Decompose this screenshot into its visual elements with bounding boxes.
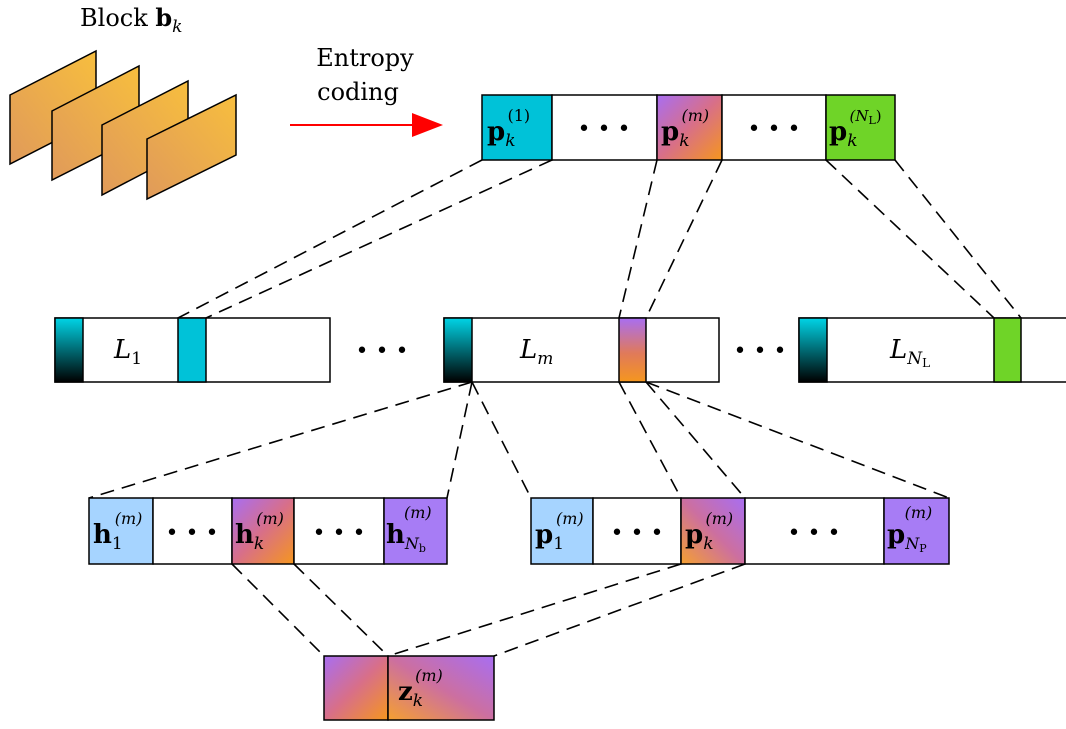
layer-1 bbox=[54, 317, 331, 383]
z-cell-left bbox=[323, 655, 389, 721]
ellipsis-cell bbox=[744, 497, 885, 565]
h-cell-k bbox=[231, 497, 295, 565]
ellipsis-cell bbox=[152, 497, 233, 565]
packet-label-NL: pk(NL) bbox=[829, 107, 882, 151]
z-row bbox=[323, 655, 495, 721]
ellipsis: • • • bbox=[611, 521, 664, 546]
arrow-label-line2: coding bbox=[317, 78, 399, 106]
ellipsis-cell bbox=[592, 497, 682, 565]
ellipsis: • • • bbox=[166, 521, 219, 546]
ellipsis: • • • bbox=[748, 117, 801, 142]
ellipsis: • • • bbox=[313, 521, 366, 546]
h-cell-Nb bbox=[383, 497, 448, 565]
h-label-k: hk(m) bbox=[235, 509, 284, 554]
entropy-coding-arrowhead bbox=[412, 113, 443, 137]
layer-m-box bbox=[443, 317, 720, 383]
p-label-k: pk(m) bbox=[685, 509, 733, 554]
p-cell-k bbox=[680, 497, 746, 565]
packet-cell-NL bbox=[825, 94, 896, 161]
p-label-1: p1(m) bbox=[535, 509, 584, 554]
p-label-NP: pNP(m) bbox=[887, 503, 932, 555]
layer-1-label: L1 bbox=[113, 335, 142, 369]
layer-m-packet bbox=[618, 317, 647, 383]
z-cell-right bbox=[387, 655, 495, 721]
ellipsis: • • • bbox=[734, 339, 787, 364]
ellipsis: • • • bbox=[578, 117, 631, 142]
ellipsis-cell bbox=[293, 497, 385, 565]
arrow-label-line1: Entropy bbox=[316, 44, 414, 72]
connector-lines bbox=[88, 159, 1022, 657]
layer-NL-packet bbox=[993, 317, 1022, 383]
ellipsis-cell bbox=[721, 94, 827, 161]
block-sheet bbox=[146, 93, 237, 201]
layer-m-header bbox=[443, 317, 473, 383]
block-label: Block bk bbox=[80, 3, 182, 37]
layer-1-header bbox=[54, 317, 84, 383]
layer-NL-box bbox=[798, 317, 1066, 383]
layer-NL-header bbox=[798, 317, 828, 383]
p-cell-NP bbox=[883, 497, 950, 565]
z-label: zk(m) bbox=[398, 666, 443, 711]
ellipsis-cell bbox=[551, 94, 658, 161]
packet-cell-m bbox=[656, 94, 723, 161]
h-cell-1 bbox=[88, 497, 154, 565]
layer-NL bbox=[798, 317, 1066, 383]
layer-m bbox=[443, 317, 720, 383]
packet-label-m: pk(m) bbox=[661, 106, 709, 151]
h-label-Nb: hNb(m) bbox=[386, 503, 432, 555]
h-label-1: h1(m) bbox=[93, 509, 142, 554]
layer-NL-label: LNL bbox=[889, 335, 930, 370]
ellipsis: • • • bbox=[356, 339, 409, 364]
packet-label-1: pk(1) bbox=[487, 106, 530, 151]
h-row bbox=[88, 497, 448, 565]
block-stack bbox=[9, 49, 237, 201]
layer-1-packet bbox=[177, 317, 207, 383]
layer-m-label: Lm bbox=[519, 335, 553, 369]
top-packet-row bbox=[481, 94, 896, 161]
p-row bbox=[530, 497, 950, 565]
ellipsis: • • • bbox=[788, 521, 841, 546]
